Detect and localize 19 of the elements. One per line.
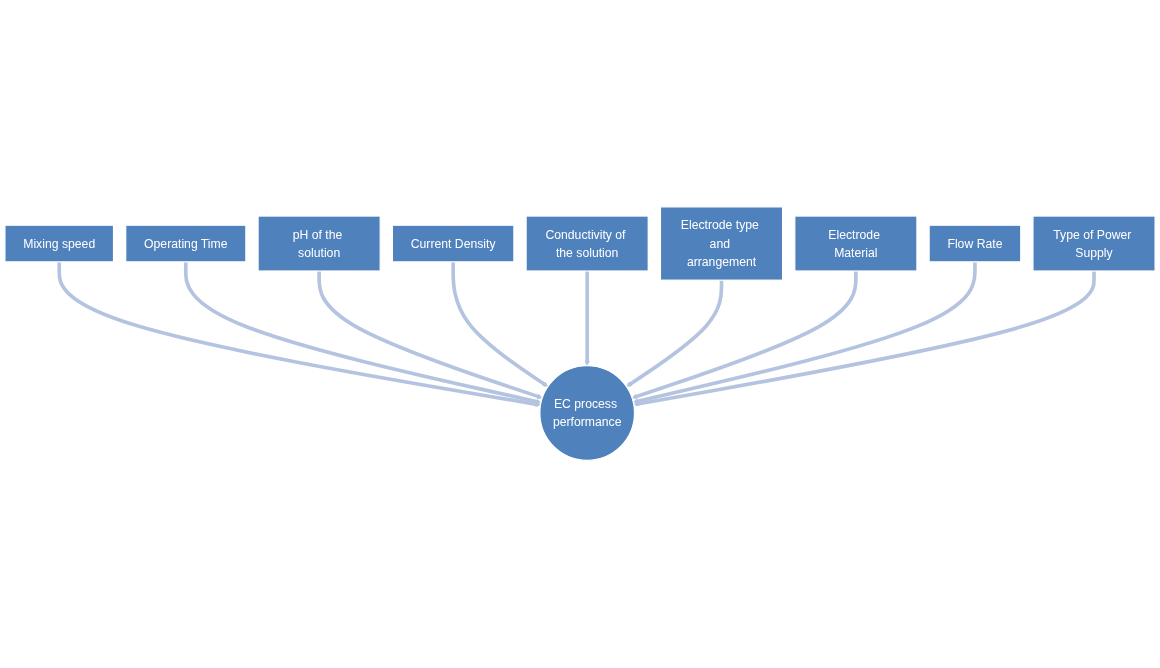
arrow (631, 271, 858, 400)
arrow (626, 280, 724, 388)
node-circle: EC process performance (539, 365, 636, 462)
node-box: Current Density (391, 225, 515, 263)
arrow (317, 271, 543, 400)
arrow (183, 262, 542, 405)
arrow (451, 262, 549, 388)
node-box: Type of Power Supply (1032, 215, 1156, 273)
arrow (633, 262, 977, 405)
node-box: Electrode Material (794, 215, 918, 273)
node-box: Operating Time (125, 225, 247, 263)
node-box: Electrode type and arrangement (659, 206, 784, 282)
arrow (633, 271, 1096, 407)
node-box: Flow Rate (928, 225, 1022, 263)
node-box: Conductivity of the solution (525, 215, 649, 273)
node-box: Mixing speed (4, 225, 115, 263)
arrow (584, 271, 590, 367)
node-box: pH of the solution (257, 215, 381, 273)
arrow (57, 262, 541, 408)
